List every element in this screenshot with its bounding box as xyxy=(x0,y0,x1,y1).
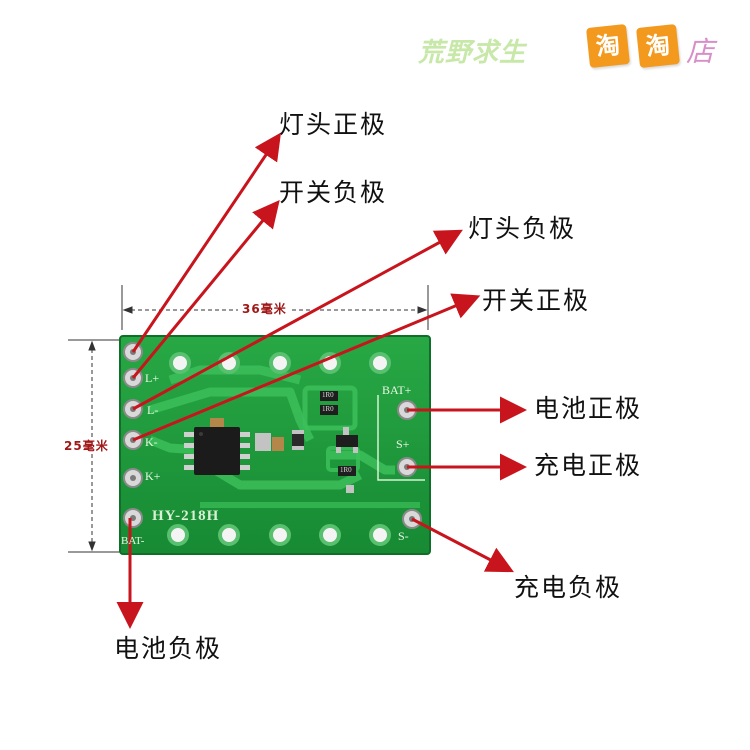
arrow-switch-positive xyxy=(132,293,481,442)
arrow-switch-negative xyxy=(131,200,280,379)
dimension-height xyxy=(68,339,125,553)
label-charge-negative: 充电负极 xyxy=(514,573,623,602)
dimension-height-label: 25毫米 xyxy=(62,438,111,454)
dimension-width-label: 36毫米 xyxy=(238,303,291,315)
resistor-label-c: 1R0 xyxy=(340,466,352,474)
smd-components xyxy=(210,391,358,493)
arrow-charge-negative xyxy=(411,517,514,573)
silk-s-plus: S+ xyxy=(396,437,410,451)
ic-chip xyxy=(184,427,250,475)
label-charge-positive: 充电正极 xyxy=(534,451,643,480)
pcb-board xyxy=(119,335,431,555)
watermark-tail: 店 xyxy=(686,35,715,68)
silk-l-plus: L+ xyxy=(145,371,160,385)
board-model: HY-218H xyxy=(152,508,220,524)
left-pads xyxy=(123,342,143,528)
label-lamp-negative: 灯头负极 xyxy=(468,214,577,243)
label-lamp-positive: 灯头正极 xyxy=(279,110,388,139)
leader-arrows xyxy=(116,132,527,629)
silk-k-plus: K+ xyxy=(145,469,161,483)
arrow-lamp-positive xyxy=(131,132,282,353)
silk-k-minus: K- xyxy=(145,435,158,449)
silk-bat-plus: BAT+ xyxy=(382,383,412,397)
label-switch-negative: 开关负极 xyxy=(279,178,388,207)
arrow-lamp-negative xyxy=(132,229,463,411)
label-switch-positive: 开关正极 xyxy=(482,286,591,315)
label-battery-positive: 电池正极 xyxy=(534,394,643,423)
resistor-label-b: 1R0 xyxy=(322,405,334,413)
resistor-label-a: 1R0 xyxy=(322,391,334,399)
label-battery-negative: 电池负极 xyxy=(114,634,223,663)
silk-l-minus: L- xyxy=(147,403,159,417)
watermark-text: 荒野求生 xyxy=(418,38,527,68)
watermark: 荒野求生 淘 淘 店 xyxy=(418,24,718,70)
silk-bat-minus: BAT- xyxy=(121,535,145,547)
silk-s-minus: S- xyxy=(398,529,409,543)
